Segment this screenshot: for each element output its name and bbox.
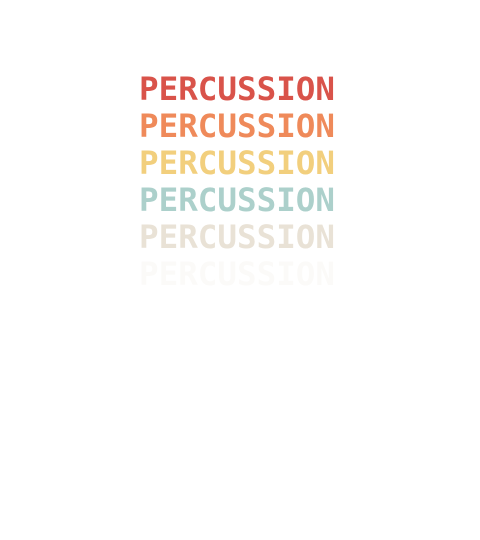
svg-text:PERCUSSION: PERCUSSION (139, 218, 335, 256)
percussion-word-teal: PERCUSSION (137, 181, 337, 219)
percussion-word-beige: PERCUSSION (137, 218, 337, 256)
percussion-word-white: PERCUSSION (137, 255, 337, 293)
percussion-word-red: PERCUSSION (137, 70, 337, 108)
percussion-word-yellow: PERCUSSION (137, 144, 337, 182)
percussion-word-orange: PERCUSSION (137, 107, 337, 145)
svg-text:PERCUSSION: PERCUSSION (139, 255, 335, 293)
retro-percussion-artwork: PERCUSSION PERCUSSION PERCUSSION PERCUSS… (137, 70, 337, 310)
svg-text:PERCUSSION: PERCUSSION (139, 70, 335, 108)
svg-text:PERCUSSION: PERCUSSION (139, 107, 335, 145)
svg-text:PERCUSSION: PERCUSSION (139, 181, 335, 219)
svg-text:PERCUSSION: PERCUSSION (139, 144, 335, 182)
